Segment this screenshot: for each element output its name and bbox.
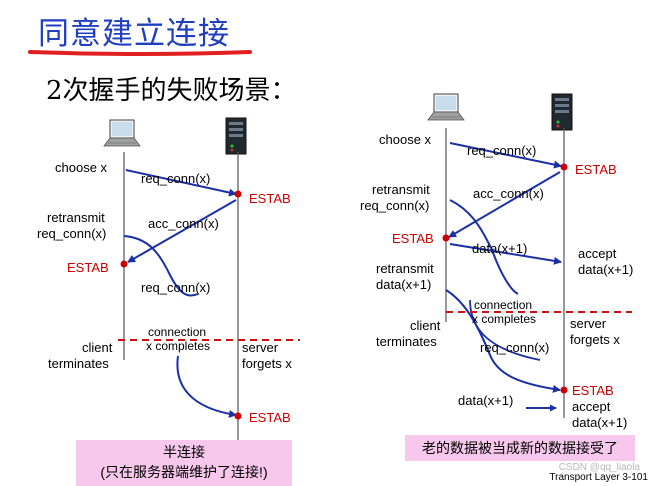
- right-retransmit-label-1: retransmit: [372, 182, 430, 197]
- left-connection-label-1: connection: [148, 325, 206, 339]
- left-retransmit-arrow: [123, 235, 199, 297]
- left-req-conn-arrow: [125, 169, 237, 197]
- left-connection-label-2: x completes: [146, 339, 210, 353]
- right-late-data-label: data(x+1): [458, 393, 513, 408]
- right-estab-dot-server-bottom: [560, 386, 568, 394]
- right-server-label-1: server: [570, 316, 607, 331]
- left-client-label-2: terminates: [48, 356, 109, 371]
- right-connection-label-2: x completes: [472, 312, 536, 326]
- left-req-conn-label: req_conn(x): [141, 171, 210, 186]
- right-estab-server-bottom: ESTAB: [572, 383, 614, 398]
- watermark: CSDN @qq_liaola: [558, 462, 640, 473]
- left-caption-box: 半连接 (只在服务器端维护了连接!): [76, 440, 292, 486]
- laptop-icon: [103, 119, 141, 147]
- left-req-conn-late-label: req_conn(x): [141, 280, 210, 295]
- left-client-label-1: client: [82, 340, 113, 355]
- right-req-conn-late-label: req_conn(x): [480, 340, 549, 355]
- right-server-label-2: forgets x: [570, 332, 620, 347]
- left-retransmit-label-2: req_conn(x): [37, 226, 106, 241]
- left-server-label-2: forgets x: [242, 356, 292, 371]
- right-retrans-data-label-1: retransmit: [376, 261, 434, 276]
- right-estab-dot-server-top: [560, 163, 568, 171]
- right-connection-label-1: connection: [474, 298, 532, 312]
- left-acc-conn-arrow: [127, 199, 237, 263]
- right-accept-late-label-1: accept: [572, 399, 611, 414]
- server-tower-icon: [225, 117, 247, 155]
- right-estab-dot-client: [442, 234, 450, 242]
- right-accept-label-1: accept: [578, 246, 617, 261]
- right-retransmit-label-2: req_conn(x): [360, 198, 429, 213]
- left-retransmit-label-1: retransmit: [47, 210, 105, 225]
- left-estab-server-bottom: ESTAB: [249, 410, 291, 425]
- left-late-req-arrow: [176, 355, 237, 418]
- left-estab-client: ESTAB: [67, 260, 109, 275]
- left-estab-server-top: ESTAB: [249, 191, 291, 206]
- right-estab-server-top: ESTAB: [575, 162, 617, 177]
- left-caption-line-2: (只在服务器端维护了连接!): [100, 464, 268, 480]
- left-choose-label: choose x: [55, 160, 108, 175]
- right-retransmit-data-arrow: [445, 289, 561, 393]
- right-late-req-arrow: [469, 299, 541, 361]
- right-req-conn-label: req_conn(x): [467, 143, 536, 158]
- title-underline: [28, 50, 252, 56]
- right-acc-conn-arrow: [448, 171, 561, 238]
- slide-title: 同意建立连接: [38, 16, 230, 52]
- right-data-label: data(x+1): [472, 241, 527, 256]
- right-data-arrow: [449, 243, 562, 265]
- left-server-label-1: server: [242, 340, 279, 355]
- right-client-label-2: terminates: [376, 334, 437, 349]
- right-acc-conn-label: acc_conn(x): [473, 186, 544, 201]
- right-estab-client: ESTAB: [392, 231, 434, 246]
- right-accept-label-2: data(x+1): [578, 262, 633, 277]
- right-accept-late-label-2: data(x+1): [572, 415, 627, 430]
- left-estab-dot-server-top: [234, 190, 242, 198]
- right-req-conn-arrow: [449, 142, 562, 169]
- left-caption-line-1: 半连接: [163, 444, 205, 460]
- left-estab-dot-server-bottom: [234, 412, 242, 420]
- right-choose-label: choose x: [379, 132, 432, 147]
- server-tower-icon: [551, 93, 573, 131]
- left-estab-dot-client: [120, 260, 128, 268]
- slide-footer: Transport Layer 3-101: [549, 472, 648, 483]
- right-caption-box: 老的数据被当成新的数据接受了: [405, 435, 635, 461]
- right-client-label-1: client: [410, 318, 441, 333]
- laptop-icon: [427, 93, 465, 121]
- left-acc-conn-label: acc_conn(x): [148, 216, 219, 231]
- right-retrans-data-label-2: data(x+1): [376, 277, 431, 292]
- slide-subtitle: 2次握手的失败场景：: [46, 76, 297, 106]
